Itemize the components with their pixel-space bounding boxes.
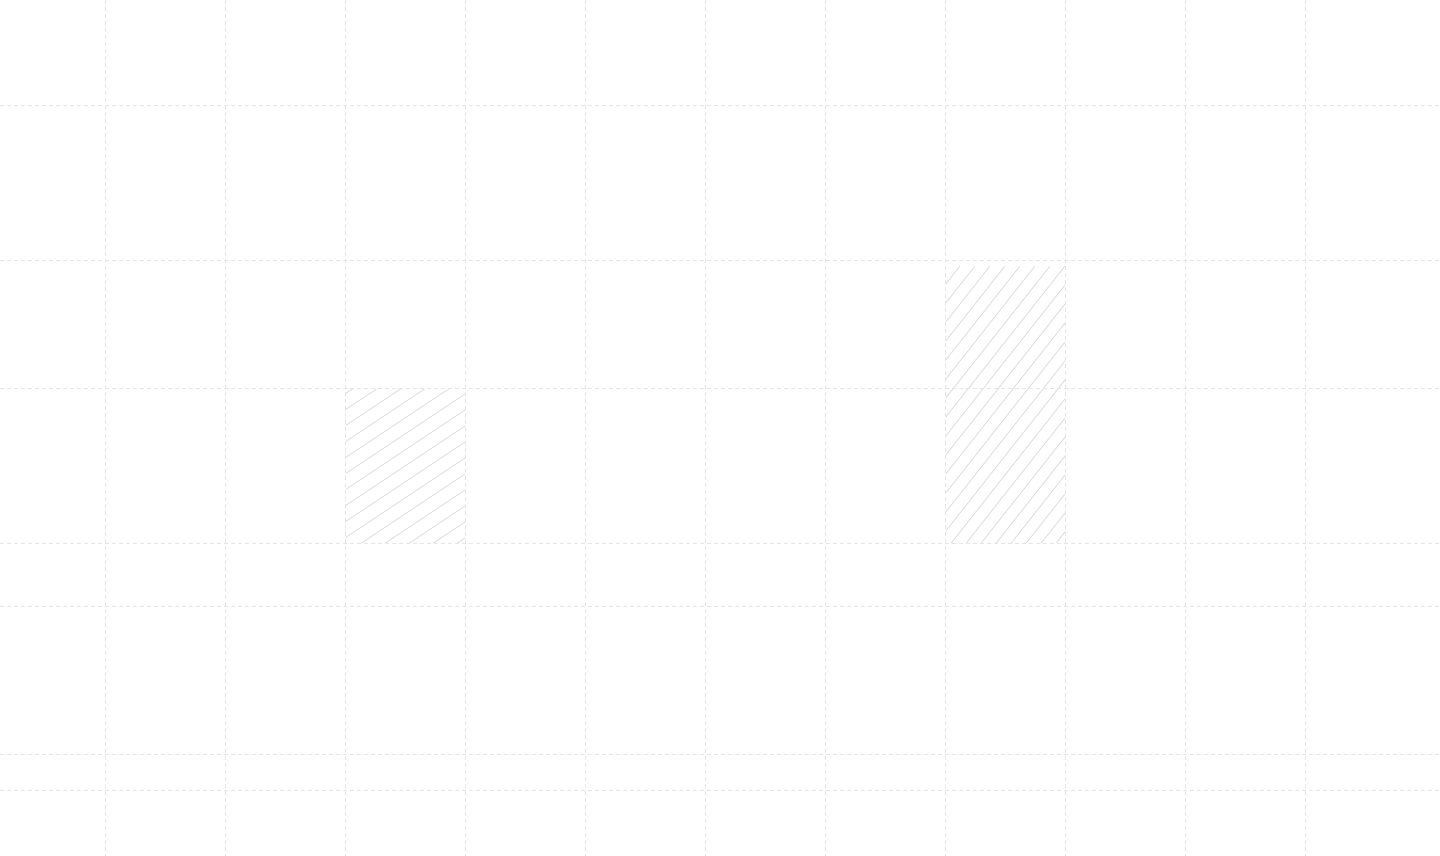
vertical-grid-lines — [105, 0, 1306, 856]
hatch-layer — [346, 266, 1065, 543]
hatched-panel-left — [346, 389, 465, 543]
hatched-panel-right — [946, 266, 1065, 543]
horizontal-grid-lines — [0, 105, 1440, 791]
